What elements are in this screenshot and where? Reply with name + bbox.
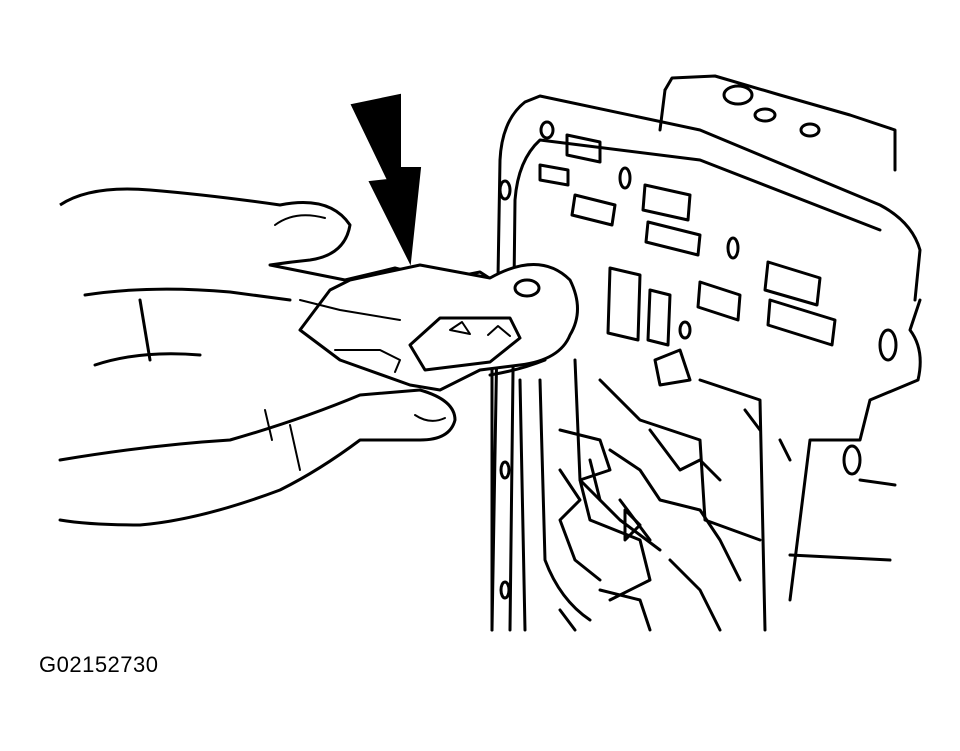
manual-valve-lever: [298, 263, 579, 392]
valve-body: [490, 74, 922, 632]
pointing-arrow-icon: [350, 93, 422, 266]
hand: [58, 187, 501, 527]
figure-id-label: G02152730: [39, 652, 159, 677]
